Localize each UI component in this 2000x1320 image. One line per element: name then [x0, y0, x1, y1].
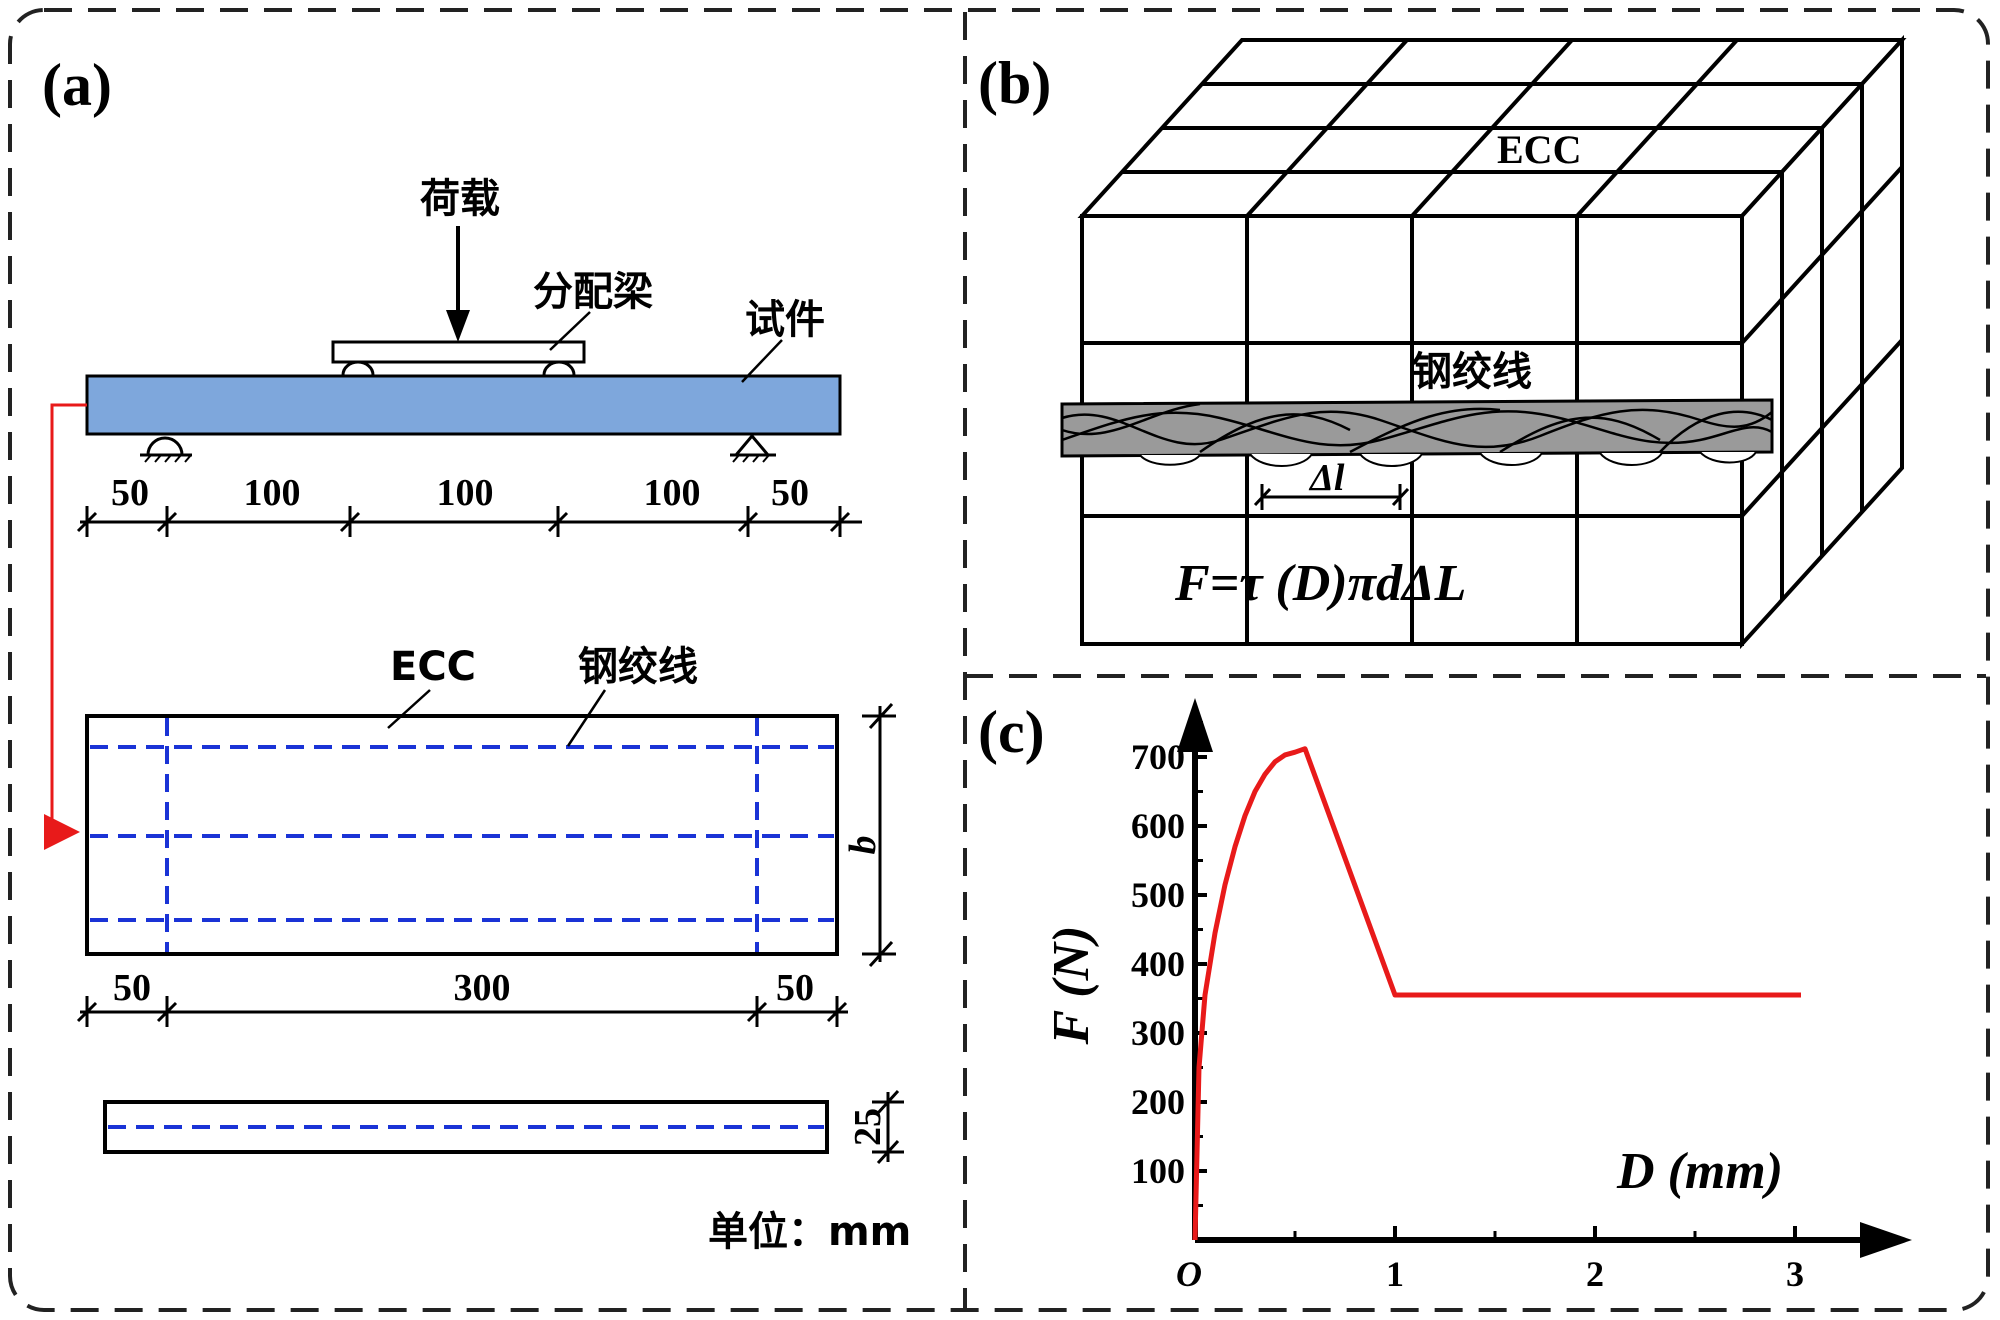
- y-tick-label: 500: [1131, 875, 1185, 915]
- load-label: 荷载: [420, 176, 500, 222]
- x-axis-title: D (mm): [1616, 1143, 1783, 1200]
- span-dimension-line: [76, 506, 862, 537]
- unit-label: 单位：mm: [708, 1209, 911, 1255]
- section-dimension-line: [872, 1089, 904, 1165]
- outer-frame: [8, 8, 1990, 1312]
- y-tick-label: 300: [1131, 1013, 1185, 1053]
- y-tick-label: 400: [1131, 944, 1185, 984]
- bond-formula: F=τ (D)πdΔL: [1174, 555, 1466, 612]
- span-dim-3: 100: [437, 472, 494, 514]
- section-view: [103, 1100, 829, 1154]
- panel-b-label: (b): [978, 50, 1051, 116]
- plan-dimension-line: [76, 996, 848, 1027]
- specimen-label: 试件: [745, 297, 825, 343]
- span-dim-1: 50: [111, 472, 149, 514]
- plan-strand-leader: [566, 689, 607, 747]
- x-tick-label: 1: [1386, 1254, 1404, 1294]
- link-arrow: [44, 403, 87, 850]
- support-right: [730, 433, 776, 463]
- panel-frames: [8, 8, 1990, 1312]
- section-dim: 25: [847, 1108, 889, 1146]
- beam-roller-left: [341, 360, 375, 376]
- x-tick-label: 2: [1586, 1254, 1604, 1294]
- chart-axes: [1177, 698, 1912, 1258]
- y-tick-label: 100: [1131, 1151, 1185, 1191]
- panel-a: (a) 荷载 分配梁 试件: [42, 52, 911, 1255]
- panel-b: (b) ECC: [978, 34, 1907, 650]
- beam-roller-right: [542, 360, 576, 376]
- plan-dim-1: 50: [113, 967, 151, 1009]
- panel-a-label: (a): [42, 52, 112, 118]
- plan-strand-lines: [90, 718, 834, 952]
- x-tick-label: 3: [1786, 1254, 1804, 1294]
- distribution-beam-leader: [549, 311, 591, 351]
- y-tick-label: 200: [1131, 1082, 1185, 1122]
- load-arrow-head: [446, 310, 470, 342]
- specimen-leader: [741, 339, 783, 383]
- chart-series: [1192, 746, 1801, 1241]
- delta-l-label: Δl: [1308, 457, 1345, 499]
- support-left: [140, 436, 192, 463]
- block-strand-label: 钢绞线: [1412, 349, 1532, 395]
- plan-strand-label: 钢绞线: [578, 644, 698, 690]
- plan-dim-3: 50: [776, 967, 814, 1009]
- distribution-beam: [331, 340, 586, 364]
- panel-c-label: (c): [978, 699, 1045, 765]
- b-dimension-line: [862, 702, 896, 968]
- span-dim-4: 100: [644, 472, 701, 514]
- plan-dim-2: 300: [454, 967, 511, 1009]
- block-ecc-label: ECC: [1497, 127, 1581, 172]
- span-dim-5: 50: [771, 472, 809, 514]
- steel-strand: [1060, 398, 1774, 467]
- y-tick-label: 600: [1131, 806, 1185, 846]
- ecc-block: [1077, 34, 1907, 650]
- y-tick-label: 700: [1131, 737, 1185, 777]
- series-line-0: [1192, 746, 1801, 1241]
- span-dim-2: 100: [244, 472, 301, 514]
- y-axis-arrow-head: [1177, 698, 1213, 752]
- x-tick-label: O: [1176, 1254, 1202, 1294]
- plan-ecc-leader: [387, 689, 431, 729]
- y-axis-title: F (N): [1043, 926, 1100, 1046]
- plan-ecc-label: ECC: [390, 644, 476, 690]
- b-label: b: [842, 836, 884, 855]
- distribution-beam-label: 分配梁: [533, 269, 653, 315]
- x-axis-arrow-head: [1860, 1222, 1912, 1258]
- delta-l-dimension: [1253, 484, 1410, 510]
- specimen-beam: [85, 374, 842, 436]
